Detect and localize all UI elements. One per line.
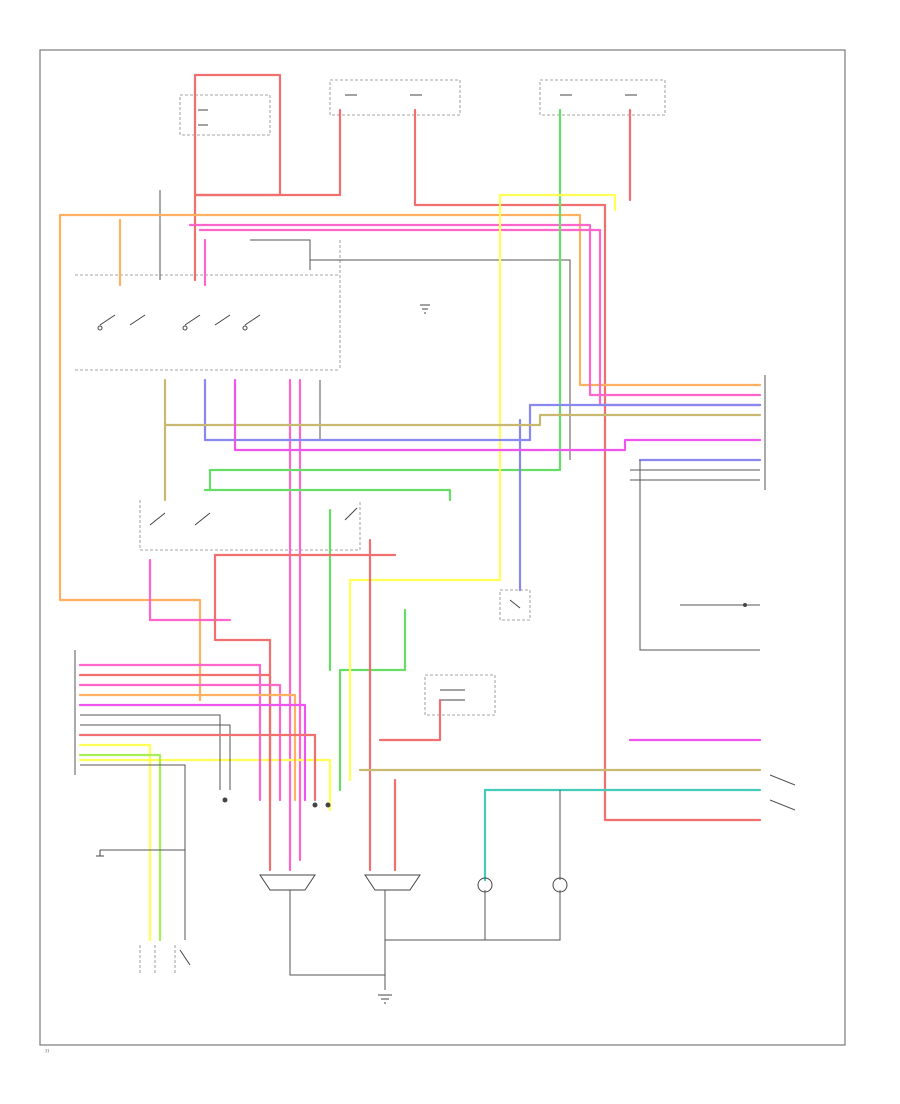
wire-gray-right-2 — [630, 469, 760, 481]
wire-magenta-1 — [233, 378, 762, 452]
harness-11 — [80, 764, 186, 940]
wire-orange-left — [58, 213, 202, 702]
wire-red-mid-2 — [213, 553, 272, 872]
harness-5 — [78, 703, 307, 802]
wire-gray-2 — [250, 239, 311, 270]
connector-dot-1 — [222, 797, 228, 803]
harness-10 — [78, 753, 162, 942]
wire-gray-right — [639, 460, 760, 651]
wire-green-2 — [203, 488, 452, 502]
harness-8 — [78, 733, 317, 802]
wire-pink-left — [148, 558, 232, 622]
left-headlamp — [259, 874, 316, 891]
component-bottom-left — [139, 945, 191, 975]
connector-dot-2 — [312, 802, 318, 808]
ground-wire-left — [289, 890, 386, 990]
harness-4 — [78, 693, 297, 802]
wire-gray-3 — [310, 259, 571, 460]
harness-1 — [78, 663, 262, 802]
diagram-frame — [39, 49, 846, 1046]
wire-yellow-3 — [348, 578, 502, 782]
wire-blue-1 — [203, 378, 762, 442]
connector-dot-3 — [325, 802, 331, 808]
ground-left — [96, 849, 185, 857]
switch-lower-right — [769, 774, 796, 811]
wire-red-relay — [378, 698, 442, 742]
harness-3 — [78, 683, 282, 802]
right-headlamp — [364, 874, 421, 891]
harness-2 — [78, 673, 272, 802]
ground-top — [420, 304, 430, 314]
harness-6 — [80, 714, 221, 790]
harness-7 — [80, 724, 231, 790]
dimmer-switch — [139, 500, 361, 551]
harness-9 — [78, 743, 152, 942]
corner-label: ?? — [45, 1049, 49, 1054]
wire-orange-top — [58, 213, 762, 387]
wire-pink-1 — [188, 223, 762, 397]
headlight-switch-assembly — [75, 240, 341, 371]
fuse-box-center — [329, 79, 461, 116]
wire-green-4 — [338, 608, 407, 792]
connector-dot-4 — [743, 603, 747, 607]
wire-red-fuse — [193, 108, 342, 197]
relay-block-middle — [424, 674, 496, 716]
wire-green-1 — [208, 108, 562, 492]
ground-bottom — [378, 994, 392, 1004]
wire-olive-2 — [163, 413, 762, 427]
wire-yellow-1 — [498, 193, 617, 212]
fuse-box-right — [539, 79, 666, 116]
wire-red-long — [413, 108, 762, 822]
wire-yellow-4 — [78, 758, 332, 812]
relay-center-right — [499, 589, 531, 621]
ground-wire-right — [385, 890, 561, 941]
fuse-box-left — [179, 94, 271, 136]
wire-pink-2 — [198, 228, 762, 407]
right-marker-lamp — [552, 877, 568, 893]
